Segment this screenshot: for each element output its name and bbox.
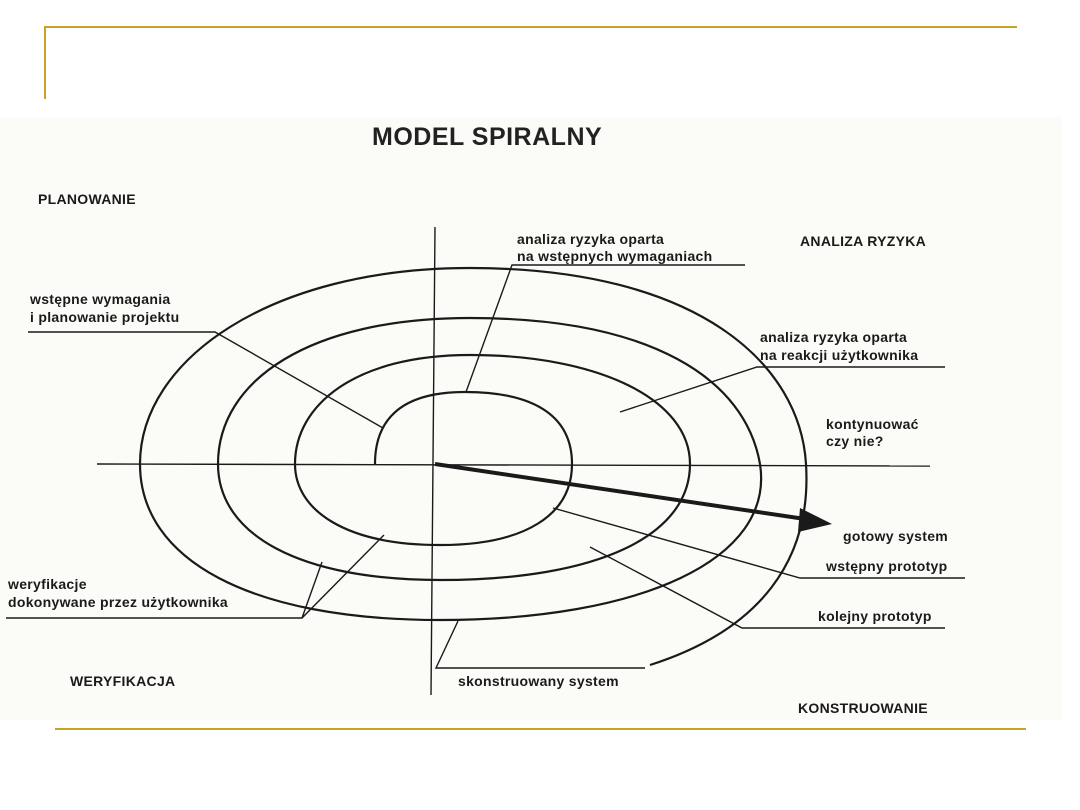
spiral-loop-outer <box>138 266 808 667</box>
label-risk-initial-line2: na wstępnych wymaganiach <box>517 248 712 264</box>
label-risk-feedback-line1: analiza ryzyka oparta <box>760 329 907 345</box>
leader-user-verification-2 <box>301 561 323 619</box>
label-user-verification-line1: weryfikacje <box>7 576 87 592</box>
label-continue-line1: kontynuować <box>826 416 919 432</box>
label-risk-feedback-line2: na reakcji użytkownika <box>760 347 918 363</box>
leader-next-prototype <box>589 546 945 629</box>
label-next-prototype: kolejny prototyp <box>818 608 932 624</box>
leader-risk-feedback <box>619 366 945 413</box>
leader-constructed-system <box>434 620 645 669</box>
horizontal-axis <box>96 463 931 467</box>
frame-left-rule <box>44 26 46 99</box>
frame-top-rule <box>44 26 1017 28</box>
scanned-figure-background <box>0 117 1062 720</box>
frame-bottom-rule <box>55 728 1026 730</box>
leader-initial-requirements <box>28 331 384 429</box>
label-continue-line2: czy nie? <box>826 433 884 449</box>
label-initial-prototype: wstępny prototyp <box>825 558 947 574</box>
label-initial-requirements-line2: i planowanie projektu <box>30 309 179 325</box>
label-final-system: gotowy system <box>843 528 948 544</box>
vertical-axis <box>430 226 436 696</box>
label-risk-initial-line1: analiza ryzyka oparta <box>517 231 664 247</box>
quadrant-risk-analysis: ANALIZA RYZYKA <box>800 233 926 249</box>
label-constructed-system: skonstruowany system <box>458 673 619 689</box>
quadrant-planning: PLANOWANIE <box>38 191 136 207</box>
spiral-loop-middle <box>216 316 762 582</box>
spiral-loop-inner <box>293 353 692 547</box>
label-initial-requirements-line1: wstępne wymagania <box>29 291 170 307</box>
label-user-verification-line2: dokonywane przez użytkownika <box>8 594 228 610</box>
final-system-arrowhead <box>798 508 832 532</box>
diagram-title: MODEL SPIRALNY <box>372 123 602 151</box>
final-system-arrow-line <box>434 462 806 521</box>
quadrant-verification: WERYFIKACJA <box>70 673 175 689</box>
leader-initial-prototype <box>552 507 965 579</box>
leader-risk-initial <box>465 264 745 393</box>
quadrant-construction: KONSTRUOWANIE <box>798 700 928 716</box>
